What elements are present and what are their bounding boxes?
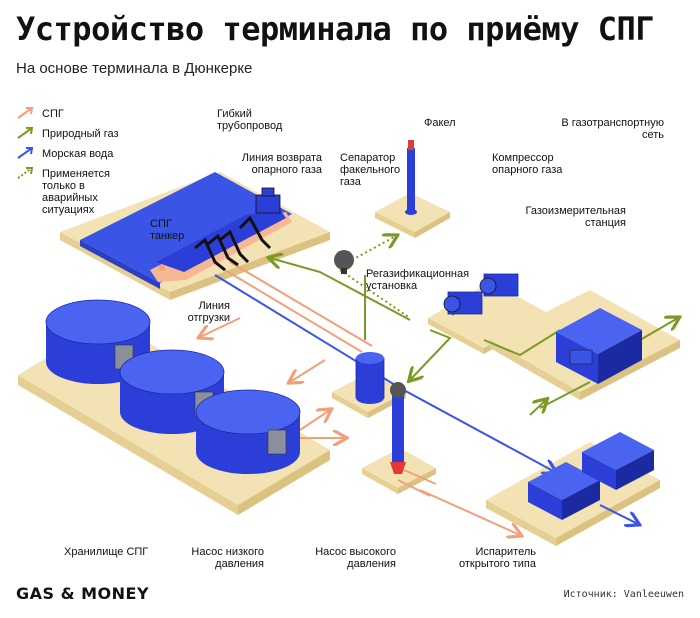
label-flare-separator: Сепаратор факельного газа [340,152,401,188]
label-loading-line: Линия отгрузки [187,300,230,324]
label-to-grid: В газотранспортную сеть [561,117,664,141]
storage-tanks [45,299,301,474]
sea-water [80,172,292,289]
source-note: Источник: Vanleeuwen [563,589,684,600]
tank-3 [195,389,301,474]
regas-units [443,273,519,315]
vaporizer-2 [582,432,654,490]
label-boiloff-compressor: Компрессор опарного газа [492,152,563,176]
legend: СПГ Природный газ Морская вода Применяет… [16,107,128,216]
legend-item-water: Морская вода [16,147,128,168]
legend-arrow-icon-water [17,147,34,159]
label-vaporizer: Испаритель открытого типа [459,546,536,570]
label-boiloff-return: Линия возврата опарного газа [241,152,322,176]
legend-arrow-icon-lng [17,107,34,119]
tank-1 [45,299,151,384]
legend-arrow-icon-gas [17,127,34,139]
legend-item-lng: СПГ [16,107,128,128]
regas-unit-2 [479,273,519,297]
brand-logo: GAS & MONEY [16,584,150,603]
label-hp-pump: Насос высокого давления [315,546,396,570]
unloading-arms [194,215,272,272]
regas-unit-1 [443,291,483,315]
flare-stack [405,140,417,215]
hp-pump [390,382,406,474]
flare-separator [334,250,354,274]
legend-item-gas: Природный газ [16,127,128,148]
label-regas: Регазификационная установка [366,268,470,292]
tank-2 [119,349,225,434]
legend-label: Морская вода [42,148,114,160]
legend-item-emergency: Применяется только в аварийных ситуациях [16,167,128,216]
gas-lines [270,258,678,416]
label-flare: Факел [424,117,456,129]
label-metering: Газоизмерительная станция [525,205,626,229]
legend-label: Применяется только в аварийных ситуациях [42,168,111,216]
vaporizers [528,432,654,520]
page-subtitle: На основе терминала в Дюнкерке [16,60,253,77]
label-flexible-pipe: Гибкий трубопровод [217,108,283,132]
lp-pump-drum [355,352,385,404]
page-title: Устройство терминала по приёму СПГ [16,10,655,48]
emergency-lines [339,236,411,319]
legend-arrow-icon-emergency [17,167,34,179]
legend-label: Природный газ [42,128,119,140]
label-storage: Хранилище СПГ [64,546,149,558]
legend-label: СПГ [42,108,64,120]
lng-lines [200,261,520,535]
label-lp-pump: Насос низкого давления [191,546,264,570]
label-tanker: СПГ танкер [150,218,185,242]
metering-building [556,308,642,384]
